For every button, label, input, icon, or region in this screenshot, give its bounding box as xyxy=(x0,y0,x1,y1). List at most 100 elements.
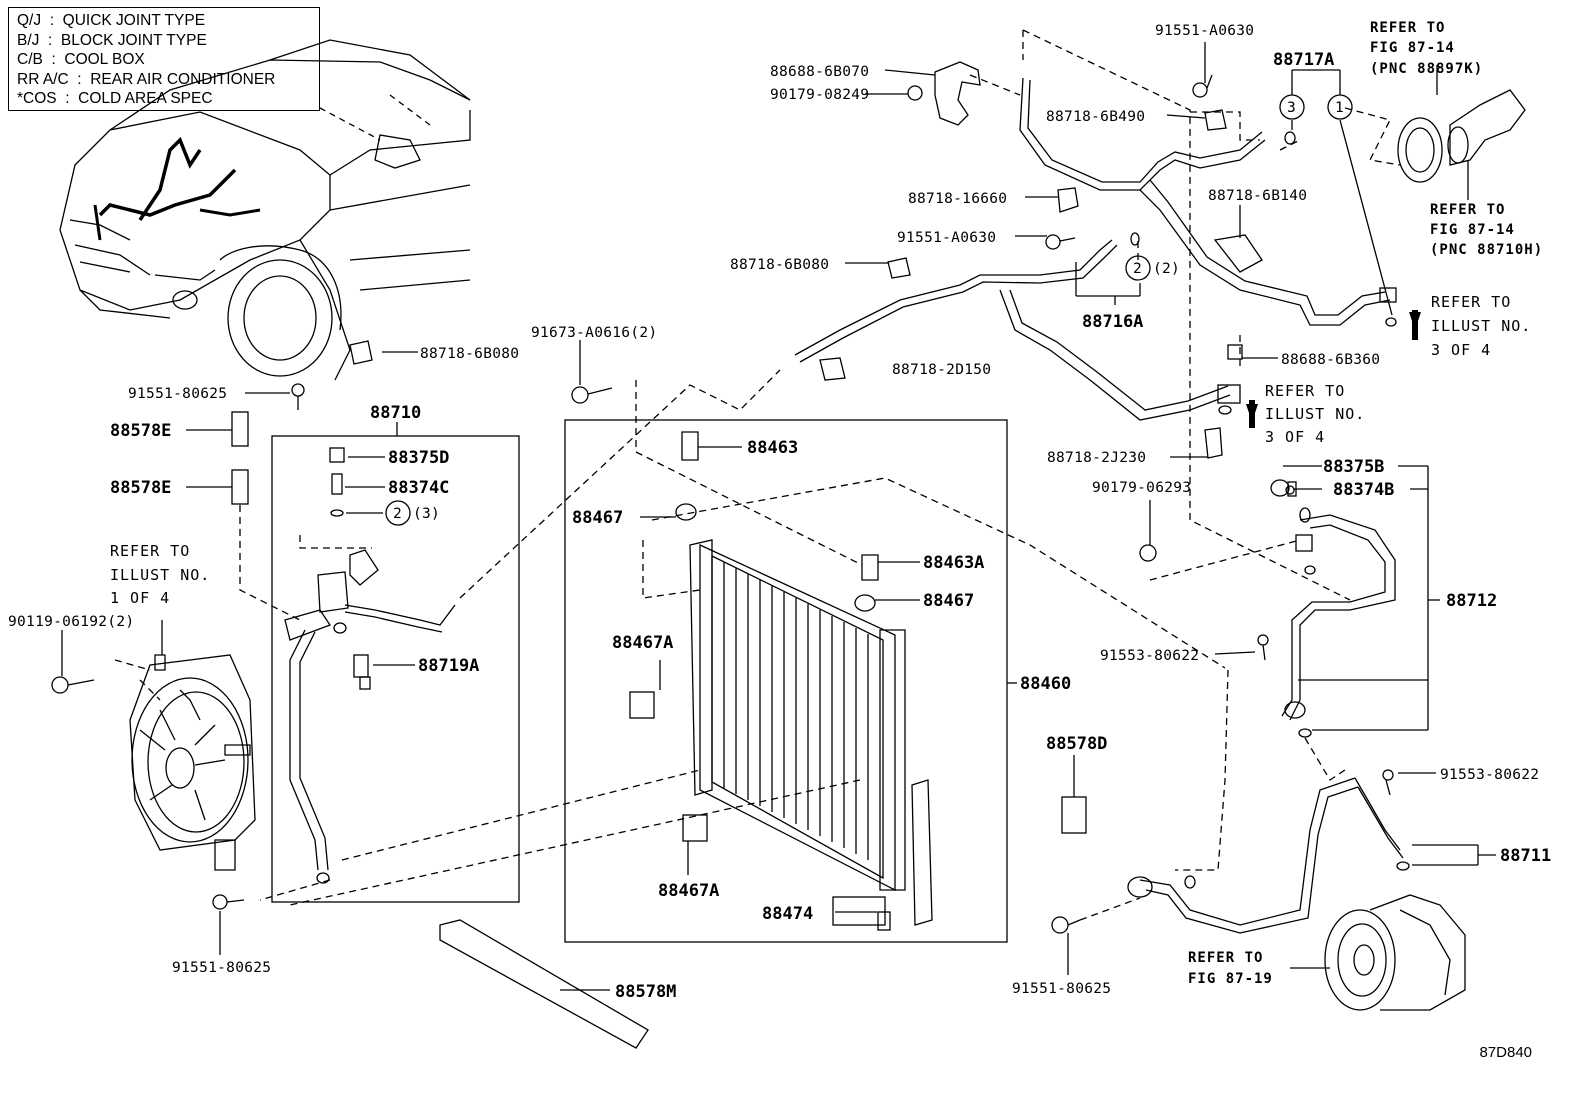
label-90179-06293: 90179-06293 xyxy=(1092,480,1191,496)
pressure-switch-tube xyxy=(284,549,456,884)
bracket-88463 xyxy=(681,431,699,461)
clamp-88688-6B360 xyxy=(1227,344,1243,360)
label-88718-16660: 88718-16660 xyxy=(908,191,1007,207)
refer-text: REFER TO xyxy=(1431,293,1511,311)
callout-circle-1 xyxy=(1327,94,1353,120)
label-88467A: 88467A xyxy=(612,633,673,653)
clamp-88718-6B490 xyxy=(1204,109,1227,131)
box-88460 xyxy=(564,419,1008,943)
label-91551-80625: 91551-80625 xyxy=(128,386,227,402)
condenser-core xyxy=(689,539,906,892)
cap-88375D xyxy=(329,447,345,463)
compressor xyxy=(1324,894,1466,1011)
callout-circle-3 xyxy=(1279,94,1305,120)
callout-circle-2-88710 xyxy=(385,500,411,526)
fasteners xyxy=(51,74,1394,934)
refer-text: 1 OF 4 xyxy=(110,589,170,607)
label-90179-08249: 90179-08249 xyxy=(770,87,869,103)
label-88463A: 88463A xyxy=(923,553,984,573)
label-90119-06192: 90119-06192(2) xyxy=(8,614,134,630)
discharge-pipe-88711 xyxy=(1127,777,1404,934)
refer-text: FIG 87-14 xyxy=(1430,222,1515,238)
label-91553-80622: 91553-80622 xyxy=(1100,648,1199,664)
label-88374C: 88374C xyxy=(388,478,449,498)
clamp-88718-16660 xyxy=(1057,187,1079,213)
legend-line: C/B : COOL BOX xyxy=(17,51,145,68)
label-91551-80625: 91551-80625 xyxy=(1012,981,1111,997)
refer-text: REFER TO xyxy=(1188,950,1263,966)
bracket-88688-6B070 xyxy=(934,61,981,126)
suction-pipe-88712 xyxy=(1281,507,1396,721)
vehicle-illustration xyxy=(59,39,471,381)
label-88688-6B360: 88688-6B360 xyxy=(1281,352,1380,368)
legend-line: B/J : BLOCK JOINT TYPE xyxy=(17,31,207,49)
label-88467: 88467 xyxy=(572,508,623,528)
label-88718-6B140: 88718-6B140 xyxy=(1208,188,1307,204)
label-88460: 88460 xyxy=(1020,674,1071,694)
label-88711: 88711 xyxy=(1500,846,1551,866)
label-88718-2J230: 88718-2J230 xyxy=(1047,450,1146,466)
label-88374B: 88374B xyxy=(1333,480,1394,500)
receiver-88474 xyxy=(877,779,933,931)
label-88375D: 88375D xyxy=(388,448,449,468)
refer-text: REFER TO xyxy=(1265,382,1345,400)
label-88375B: 88375B xyxy=(1323,457,1384,477)
clamp-88718-6B080-top xyxy=(887,257,911,279)
label-88718-6B080: 88718-6B080 xyxy=(730,257,829,273)
label-88474: 88474 xyxy=(762,904,813,924)
legend-box: Q/J : QUICK JOINT TYPE B/J : BLOCK JOINT… xyxy=(8,7,320,111)
label-91673-A0616: 91673-A0616(2) xyxy=(531,325,657,341)
label-88719A: 88719A xyxy=(418,656,479,676)
refer-text: REFER TO xyxy=(1370,20,1445,36)
label-88467: 88467 xyxy=(923,591,974,611)
condenser-fan-assembly xyxy=(129,654,256,871)
callout-circle-2-88716A xyxy=(1125,255,1151,281)
callout-number-1: 1 xyxy=(1335,100,1344,116)
label-88463: 88463 xyxy=(747,438,798,458)
refer-text: ILLUST NO. xyxy=(1265,405,1365,423)
bracket-88463A xyxy=(861,554,879,581)
legend-line: *COS : COLD AREA SPEC xyxy=(17,90,213,107)
refer-text: 3 OF 4 xyxy=(1265,428,1325,446)
callout-number-3: 3 xyxy=(1287,100,1296,116)
label-88717A: 88717A xyxy=(1273,50,1334,70)
label-88718-6B490: 88718-6B490 xyxy=(1046,109,1145,125)
callout-qty: (2) xyxy=(1153,261,1180,277)
label-91551-A0630: 91551-A0630 xyxy=(897,230,996,246)
bracket-88467A-lower xyxy=(682,814,708,842)
clamp-88718-2D150 xyxy=(819,357,846,381)
refer-text: (PNC 88710H) xyxy=(1430,242,1543,258)
label-88578E: 88578E xyxy=(110,478,171,498)
refer-text: ILLUST NO. xyxy=(110,566,210,584)
clamp-88718-6B140 xyxy=(1213,234,1263,273)
discharge-hose-88717A xyxy=(1019,77,1391,326)
callout-number-2: 2 xyxy=(1133,261,1142,277)
seal-88578E-2 xyxy=(231,469,249,505)
refer-text: REFER TO xyxy=(1430,202,1505,218)
refer-text: FIG 87-19 xyxy=(1188,971,1273,987)
label-88716A: 88716A xyxy=(1082,312,1143,332)
refer-text: FIG 87-14 xyxy=(1370,40,1455,56)
leader-lines xyxy=(61,42,1496,991)
bracket-88467A-upper xyxy=(629,691,655,719)
label-91551-A0630: 91551-A0630 xyxy=(1155,23,1254,39)
refer-text: (PNC 88897K) xyxy=(1370,61,1483,77)
seal-88578E-1 xyxy=(231,411,249,447)
label-88467A: 88467A xyxy=(658,881,719,901)
clamp-88718-6B080-left xyxy=(349,340,373,365)
guide-lines xyxy=(114,29,1401,921)
legend-line: Q/J : QUICK JOINT TYPE xyxy=(17,12,206,29)
label-88718-6B080: 88718-6B080 xyxy=(420,346,519,362)
label-91551-80625: 91551-80625 xyxy=(172,960,271,976)
refer-text: 3 OF 4 xyxy=(1431,341,1491,359)
clamp-88718-2J230 xyxy=(1204,427,1223,459)
label-88688-6B070: 88688-6B070 xyxy=(770,64,869,80)
sensor-88719A xyxy=(353,654,371,690)
label-88578M: 88578M xyxy=(615,982,676,1002)
refer-text: ILLUST NO. xyxy=(1431,317,1531,335)
label-88578D: 88578D xyxy=(1046,734,1107,754)
label-88712: 88712 xyxy=(1446,591,1497,611)
figure-id: 87D840 xyxy=(1479,1044,1532,1061)
valve-88374C xyxy=(331,473,343,495)
